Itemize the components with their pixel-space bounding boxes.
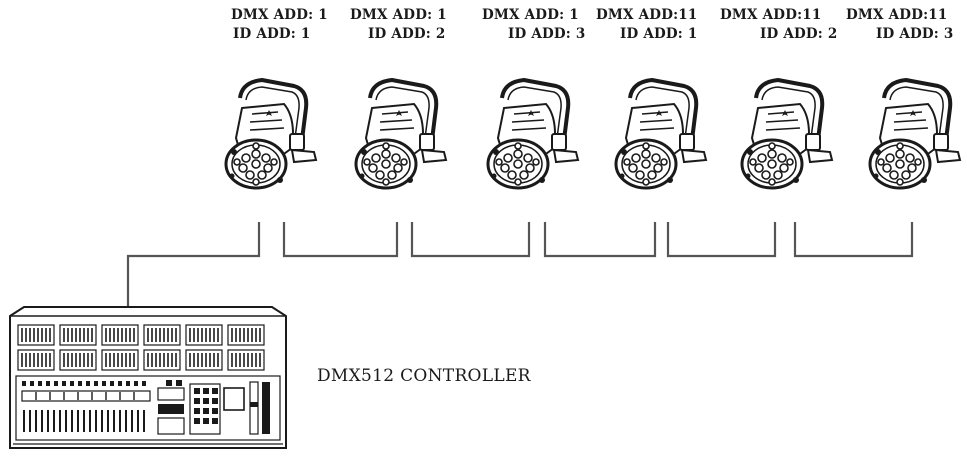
- fixture-4-dmx-address: DMX ADD:11: [596, 7, 698, 23]
- fixture-1: [224, 78, 318, 190]
- fixture-1-address-label: DMX ADD: 1 ID ADD: 1: [231, 6, 361, 44]
- cable-fixture-2-to-3: [410, 222, 531, 258]
- fixture-2-id-address: ID ADD: 2: [368, 26, 446, 42]
- fixture-5-dmx-address: DMX ADD:11: [720, 7, 822, 23]
- fixture-4: [614, 78, 708, 190]
- cable-fixture-3-to-4: [543, 222, 657, 258]
- fixture-6-id-address: ID ADD: 3: [876, 26, 954, 42]
- fixture-3-address-label: DMX ADD: 1 ID ADD: 3: [482, 6, 612, 44]
- fixture-2-address-label: DMX ADD: 1 ID ADD: 2: [350, 6, 480, 44]
- dmx-cable-chain: [126, 222, 914, 308]
- controller-label: DMX512 CONTROLLER: [317, 366, 531, 386]
- fixture-5-address-label: DMX ADD:11 ID ADD: 2: [720, 6, 850, 44]
- fixture-2: [354, 78, 448, 190]
- dmx-controller-console: [9, 306, 287, 449]
- fixture-1-dmx-address: DMX ADD: 1: [231, 7, 328, 23]
- fixture-3-id-address: ID ADD: 3: [508, 26, 586, 42]
- fixture-5: [740, 78, 834, 190]
- fixture-6-dmx-address: DMX ADD:11: [846, 7, 948, 23]
- cable-fixture-1-to-2: [282, 222, 399, 258]
- cable-fixture-4-to-5: [666, 222, 777, 258]
- fixture-6-address-label: DMX ADD:11 ID ADD: 3: [846, 6, 967, 44]
- cable-controller-to-fixture-1: [126, 222, 261, 308]
- cable-fixture-5-to-6: [793, 222, 914, 258]
- fixture-5-id-address: ID ADD: 2: [760, 26, 838, 42]
- fixture-3-dmx-address: DMX ADD: 1: [482, 7, 579, 23]
- fixture-1-id-address: ID ADD: 1: [233, 26, 311, 42]
- fixture-4-id-address: ID ADD: 1: [620, 26, 698, 42]
- fixture-6: [868, 78, 962, 190]
- fixture-4-address-label: DMX ADD:11 ID ADD: 1: [596, 6, 726, 44]
- fixture-2-dmx-address: DMX ADD: 1: [350, 7, 447, 23]
- fixture-3: [486, 78, 580, 190]
